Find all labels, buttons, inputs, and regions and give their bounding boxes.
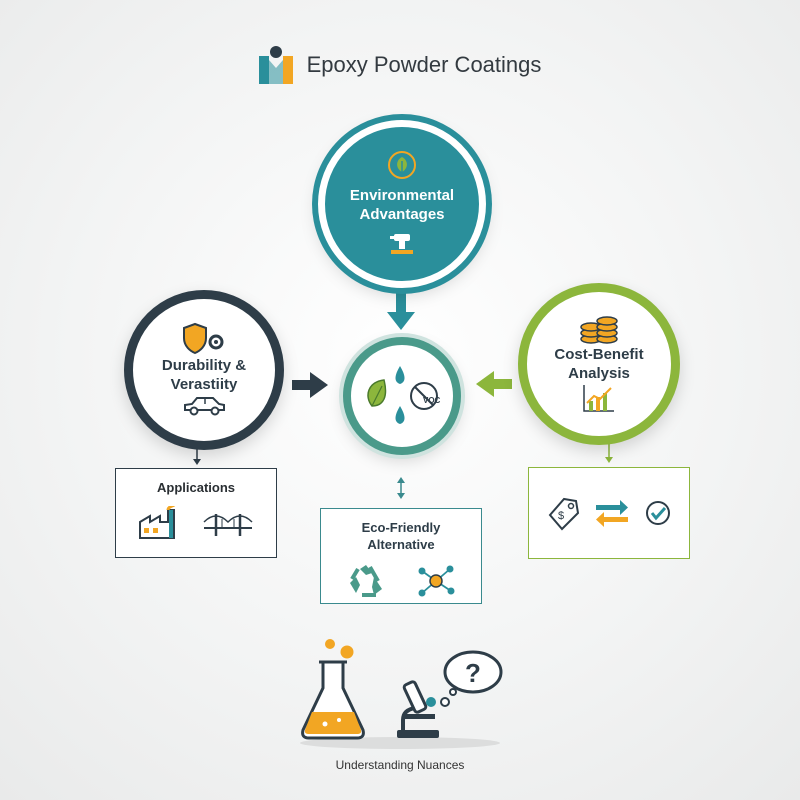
price-tag-icon: $ <box>548 497 580 531</box>
factory-icon <box>139 506 176 539</box>
nuances-illustration: ? <box>300 639 503 749</box>
box-eco-friendly: Eco-Friendly Alternative <box>320 508 482 604</box>
node-environmental: Environmental Advantages <box>318 120 486 288</box>
eco-friendly-title: Eco-Friendly Alternative <box>361 520 441 552</box>
arrow-down-env <box>387 292 415 330</box>
understanding-nuances-label: Understanding Nuances <box>335 758 465 772</box>
leaf-badge-icon <box>388 151 416 179</box>
eco-drops-icon <box>367 366 438 424</box>
flask-icon <box>301 639 365 740</box>
node-durability: Durability & Verastiity <box>124 290 284 450</box>
svg-text:$: $ <box>558 510 564 522</box>
applications-title: Applications <box>156 480 235 495</box>
microscope-icon <box>397 680 439 738</box>
molecule-icon <box>418 565 455 597</box>
voc-badge-text: VOC <box>423 396 441 405</box>
spray-gun-icon <box>390 234 413 254</box>
page-title: Epoxy Powder Coatings <box>306 52 542 77</box>
exchange-arrows-icon <box>596 500 628 527</box>
node-center: VOC <box>343 337 461 455</box>
arrow-right-dur <box>292 372 328 398</box>
bridge-icon <box>203 514 253 536</box>
arrow-down-cost <box>605 444 613 463</box>
recycle-icon <box>350 565 382 597</box>
box-applications: Applications <box>115 468 277 558</box>
node-cost-benefit: Cost-Benefit Analysis <box>518 283 680 445</box>
check-circle-icon <box>646 501 670 525</box>
shield-gear-icon <box>183 322 224 355</box>
box-cost-details: $ <box>528 467 690 559</box>
person-logo-icon <box>258 46 293 84</box>
header: Epoxy Powder Coatings <box>0 40 800 90</box>
durability-label: Durability & Verastiity <box>161 357 247 393</box>
cost-benefit-label: Cost-Benefit Analysis <box>554 346 644 382</box>
coins-icon <box>580 316 618 344</box>
thought-bubble-question-icon: ? <box>440 650 503 707</box>
arrow-left-cost <box>476 371 512 397</box>
environmental-label: Environmental Advantages <box>349 187 455 223</box>
car-icon <box>184 397 225 416</box>
svg-text:?: ? <box>465 658 481 688</box>
rising-chart-icon <box>583 385 614 412</box>
arrow-updown-eco <box>397 477 405 499</box>
